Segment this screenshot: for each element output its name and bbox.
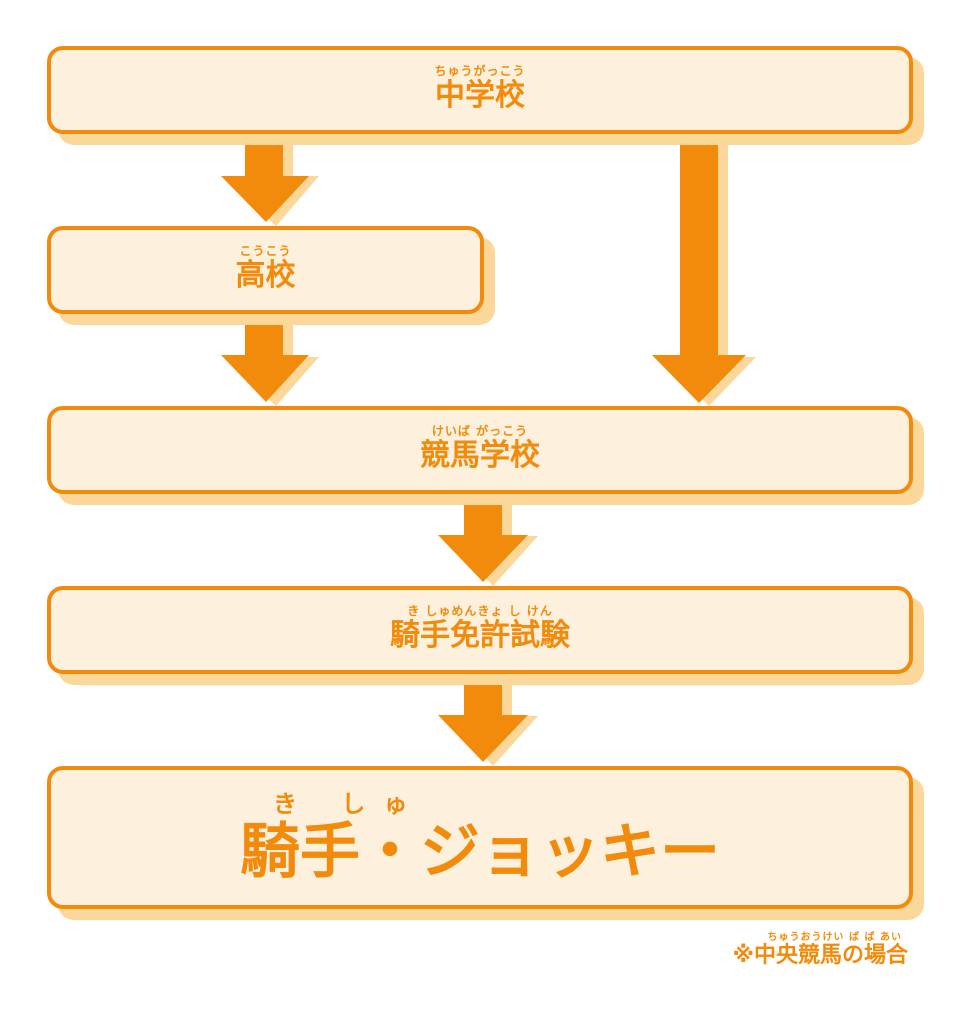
arrow-exam-to-jockey [438,672,528,762]
racing-school-ruby: けいば がっこう [431,424,529,438]
license-exam-label: 騎手免許試験 [390,618,570,653]
high-school-box: こうこう 高校 [47,226,484,314]
arrow-jhs-to-racing [652,132,746,403]
jockey-box: き しゅ 騎手・ジョッキー [47,766,913,909]
junior-high-school-label: 中学校 [435,78,525,113]
footnote-text: ※中央競馬の場合 [732,943,908,968]
arrow-racing-to-exam [438,492,528,582]
license-exam-ruby: き しゅめんきょ し けん [407,604,553,618]
junior-high-school-ruby: ちゅうがっこう [434,64,526,78]
jockey-label: 騎手・ジョッキー [240,817,720,887]
license-exam-box: き しゅめんきょ し けん 騎手免許試験 [47,586,913,674]
racing-school-box: けいば がっこう 競馬学校 [47,406,913,494]
footnote: ちゅうおうけい ば ば あい ※中央競馬の場合 [733,928,908,969]
junior-high-school-box: ちゅうがっこう 中学校 [47,46,913,134]
arrow-hs-to-racing [221,312,309,402]
footnote-ruby: ちゅうおうけい ば ば あい [767,932,902,943]
racing-school-label: 競馬学校 [420,438,540,473]
high-school-ruby: こうこう [239,244,292,258]
arrow-jhs-to-hs [221,132,309,222]
high-school-label: 高校 [235,258,296,293]
jockey-ruby: き しゅ [273,790,426,818]
